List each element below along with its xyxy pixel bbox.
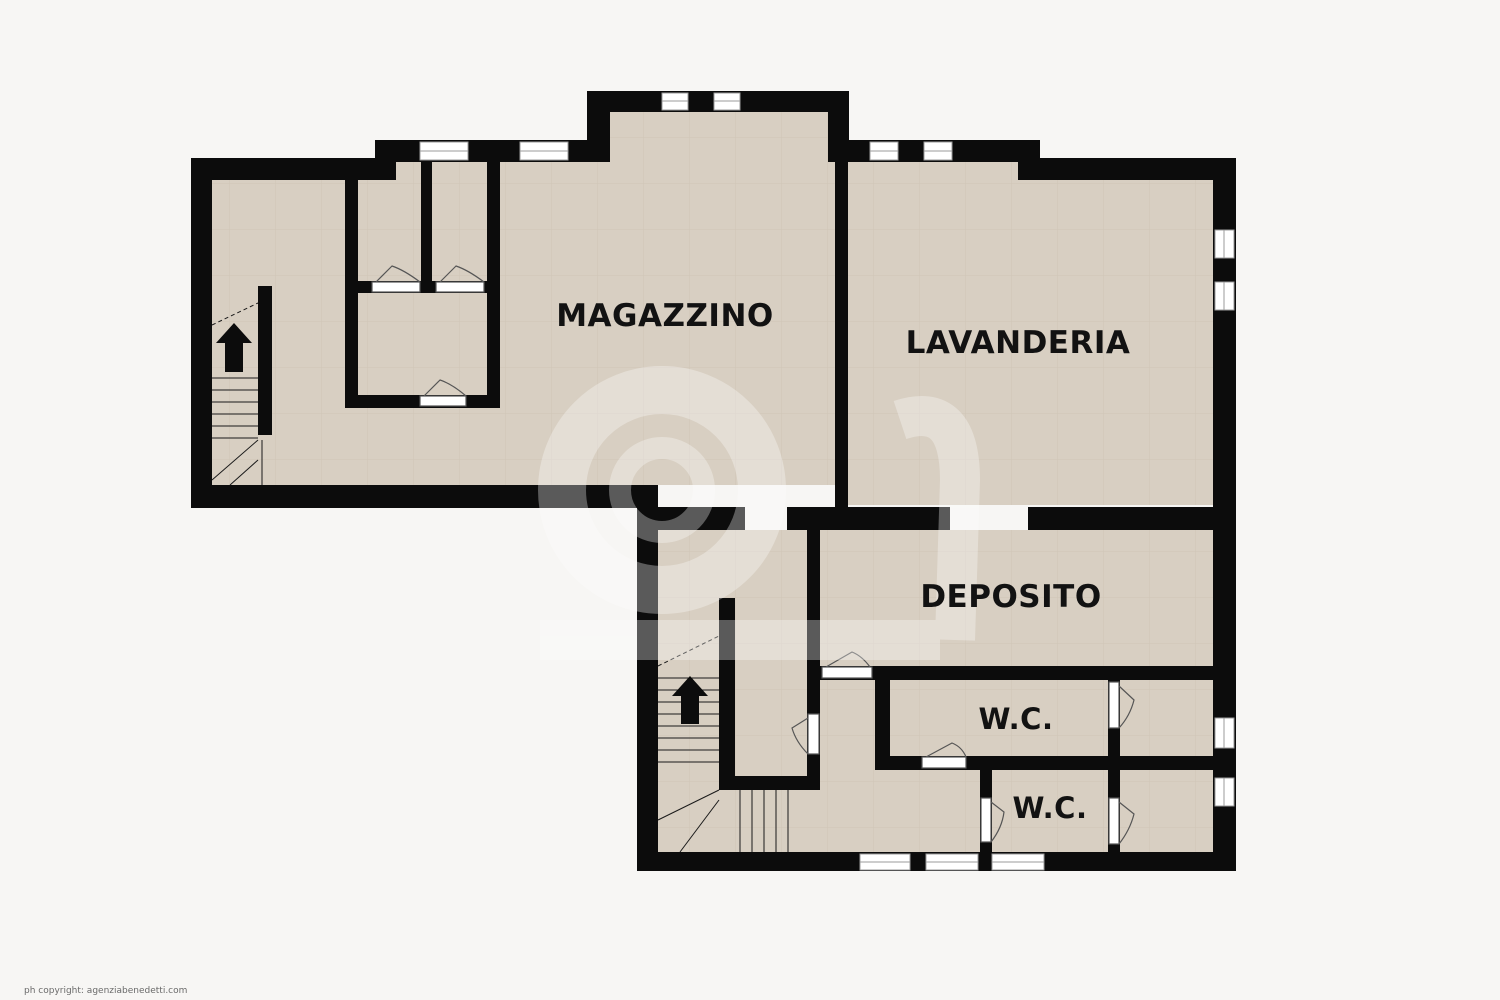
stairs-upper xyxy=(211,302,263,486)
up-arrow-icon xyxy=(672,676,708,724)
floor-areas xyxy=(212,112,1213,852)
copyright-notice: ph copyright: agenziabenedetti.com xyxy=(24,986,188,996)
room-label-magazzino: MAGAZZINO xyxy=(556,298,774,334)
doors xyxy=(371,265,1135,845)
room-label-wc-lower: W.C. xyxy=(1013,791,1088,825)
window-panes xyxy=(420,100,1225,863)
room-label-wc-upper: W.C. xyxy=(979,702,1054,736)
room-label-lavanderia: LAVANDERIA xyxy=(906,325,1131,361)
floor-lower-block xyxy=(658,530,1213,852)
snail-logo-watermark xyxy=(538,366,981,660)
up-arrow-icon xyxy=(216,323,252,372)
floor-lavanderia xyxy=(847,162,1213,505)
room-label-deposito: DEPOSITO xyxy=(920,579,1101,615)
floor-magazzino xyxy=(212,112,847,485)
